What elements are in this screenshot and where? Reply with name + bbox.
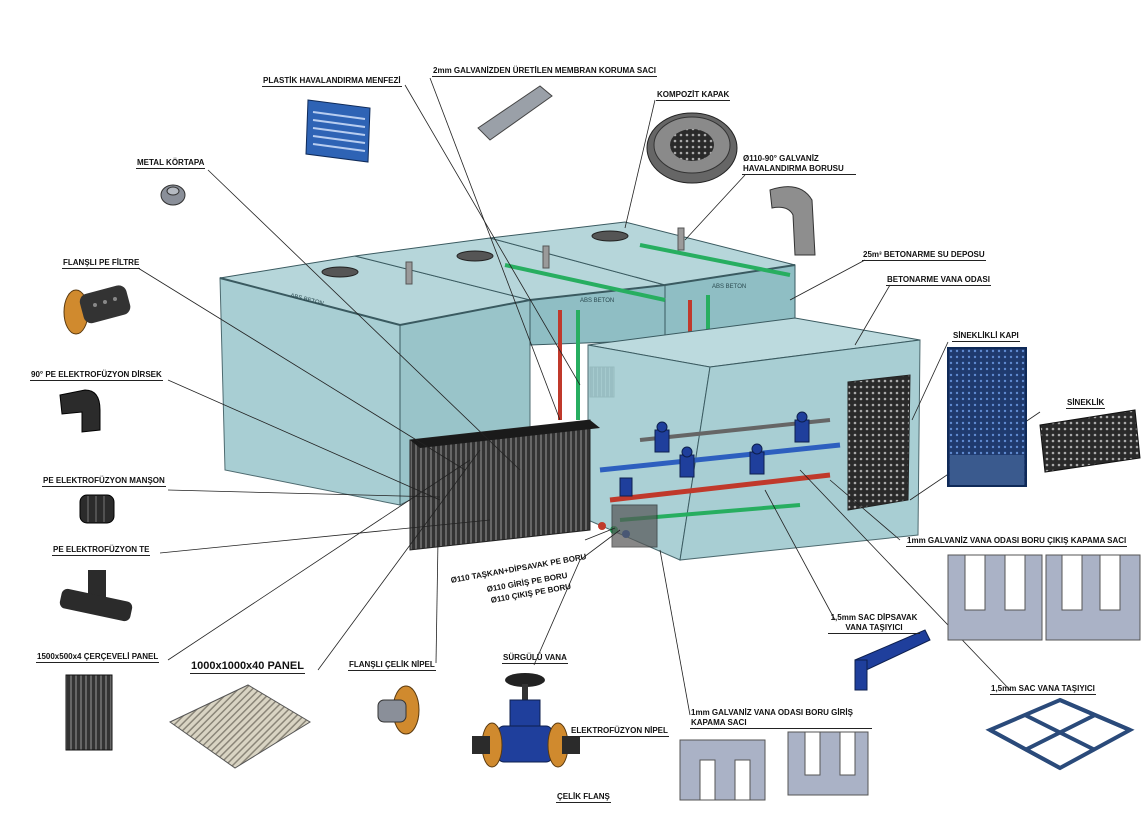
label-framed-panel: 1500x500x4 ÇERÇEVELİ PANEL	[36, 652, 160, 663]
panel-1000-part	[169, 684, 311, 769]
svg-text:ABS BETON: ABS BETON	[580, 298, 614, 304]
label-valve-room: BETONARME VANA ODASI	[886, 275, 991, 286]
leader-lines	[137, 77, 1041, 716]
label-inlet-cover-line2: KAPAMA SACI	[691, 718, 747, 727]
framed-panel-part	[65, 674, 113, 751]
label-ef-nipple: ELEKTROFÜZYON NİPEL	[570, 726, 669, 737]
svg-text:ABS BETON: ABS BETON	[712, 284, 746, 290]
plastic-vent-part	[305, 99, 371, 163]
label-pe-coupling: PE ELEKTROFÜZYON MANŞON	[42, 476, 166, 487]
label-vent-pipe-line2: HAVALANDIRMA BORUSU	[743, 164, 844, 173]
panel-fence	[409, 419, 600, 551]
label-mesh-door: SİNEKLİKLİ KAPI	[952, 331, 1020, 342]
vent-elbow-part	[769, 186, 816, 256]
pe-tee-part	[59, 570, 133, 622]
label-drain-carrier: 1,5mm SAC DİPSAVAK VANA TAŞIYICI	[828, 613, 920, 634]
label-inlet-cover: 1mm GALVANİZ VANA ODASI BORU GİRİŞ KAPAM…	[690, 708, 872, 729]
drain-valve-carrier-part	[854, 629, 931, 691]
label-pe-filter: FLANŞLI PE FİLTRE	[62, 258, 141, 269]
label-gate-valve: SÜRGÜLÜ VANA	[502, 653, 568, 664]
gate-valve-part	[472, 673, 580, 768]
steel-nipple-part	[377, 685, 420, 735]
label-water-tank: 25m³ BETONARME SU DEPOSU	[862, 250, 986, 261]
label-valve-carrier: 1,5mm SAC VANA TAŞIYICI	[990, 684, 1096, 695]
valve-room	[587, 317, 921, 561]
label-drain-carrier-line1: 1,5mm SAC DİPSAVAK	[830, 613, 918, 622]
label-metal-cap: METAL KÖRTAPA	[136, 158, 206, 169]
pe-filter-part	[63, 285, 131, 335]
membrane-sheet-part	[477, 85, 553, 141]
label-drain-carrier-line2: VANA TAŞIYICI	[845, 623, 903, 632]
pe-elbow-part	[59, 389, 101, 433]
mesh-door-part	[947, 347, 1027, 487]
insect-mesh-part	[1039, 409, 1141, 473]
label-insect-mesh: SİNEKLİK	[1066, 398, 1106, 409]
outlet-cover-sheets-part	[947, 554, 1141, 641]
label-panel-1000: 1000x1000x40 PANEL	[190, 660, 305, 674]
label-vent-pipe-line1: Ø110-90° GALVANİZ	[743, 154, 819, 163]
label-plastic-vent: PLASTİK HAVALANDIRMA MENFEZİ	[262, 76, 402, 87]
label-pe-tee: PE ELEKTROFÜZYON TE	[52, 545, 151, 556]
label-inlet-cover-line1: 1mm GALVANİZ VANA ODASI BORU GİRİŞ	[691, 708, 853, 717]
label-steel-nipple: FLANŞLI ÇELİK NİPEL	[348, 660, 436, 671]
label-vent-pipe: Ø110-90° GALVANİZ HAVALANDIRMA BORUSU	[742, 154, 856, 175]
label-pe-elbow: 90° PE ELEKTROFÜZYON DİRSEK	[30, 370, 163, 381]
valve-carrier-frame-part	[985, 697, 1135, 771]
label-outlet-cover: 1mm GALVANİZ VANA ODASI BORU ÇIKIŞ KAPAM…	[906, 536, 1128, 547]
composite-lid-part	[646, 112, 738, 184]
metal-cap-part	[160, 184, 186, 206]
label-composite-lid: KOMPOZİT KAPAK	[656, 90, 731, 101]
inlet-cover-sheets-part	[679, 731, 869, 801]
label-membrane-sheet: 2mm GALVANİZDEN ÜRETİLEN MEMBRAN KORUMA …	[432, 66, 657, 77]
pe-coupling-part	[79, 494, 115, 524]
label-steel-flange: ÇELİK FLANŞ	[556, 792, 611, 803]
